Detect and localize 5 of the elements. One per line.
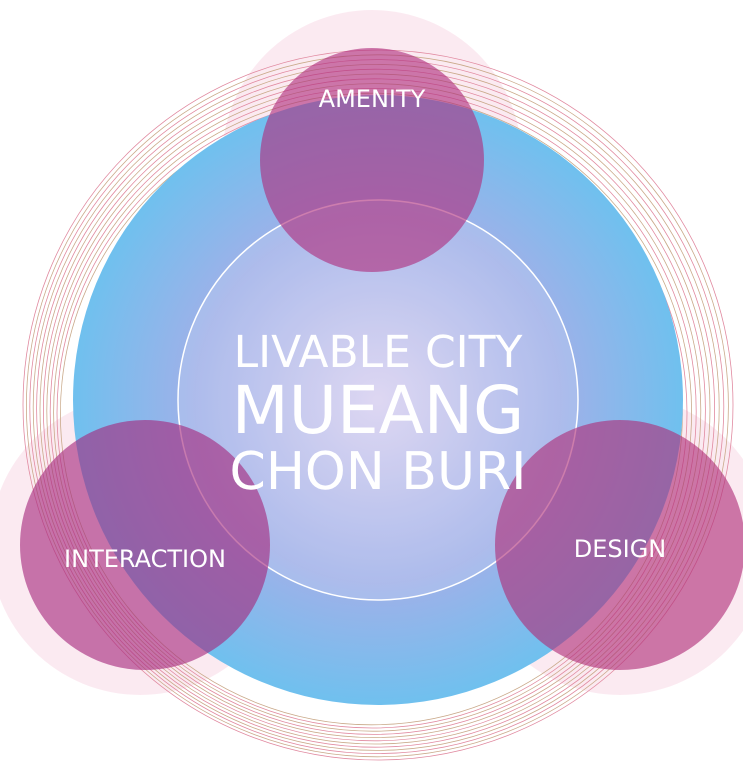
circle-label: INTERACTION xyxy=(64,547,226,573)
circle-label: AMENITY xyxy=(318,87,426,113)
title-text: LIVABLE CITY xyxy=(234,330,522,376)
title-text: MUEANG xyxy=(232,376,524,446)
circle-label: DESIGN xyxy=(574,537,666,563)
